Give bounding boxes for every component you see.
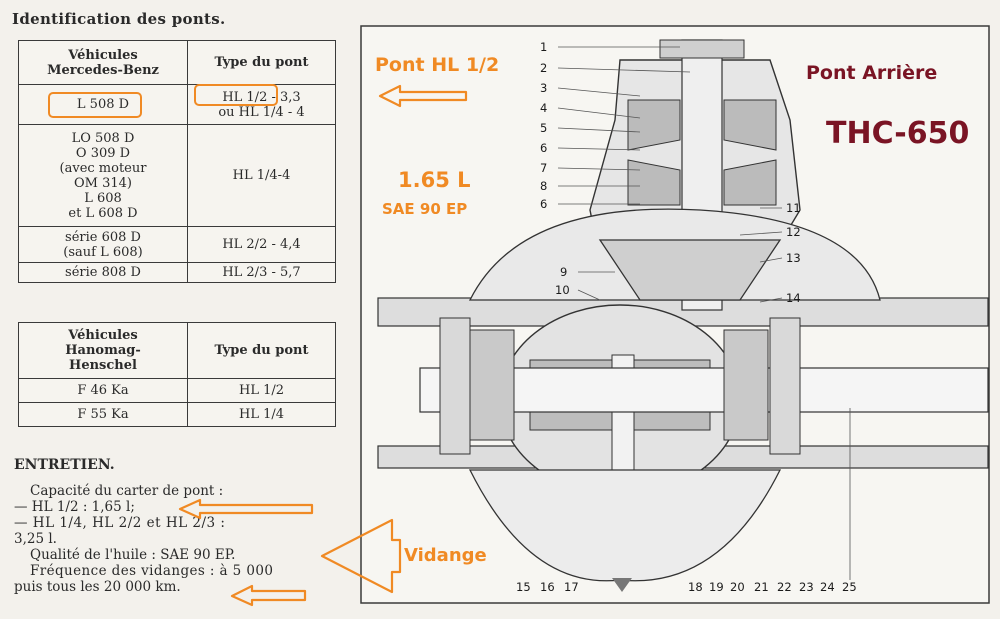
vehicle-cell: F 55 Ka [18, 402, 188, 427]
type-cell: HL 1/4-4 [187, 124, 336, 227]
part-number: 19 [709, 580, 724, 594]
part-number: 14 [786, 291, 801, 305]
part-number: 3 [540, 81, 548, 95]
part-number: 5 [540, 121, 548, 135]
entretien-line: puis tous les 20 000 km. [14, 579, 181, 595]
part-number: 24 [820, 580, 835, 594]
model-label: THC-650 [826, 116, 970, 151]
part-number: 6 [540, 197, 548, 211]
part-number: 12 [786, 225, 801, 239]
table-row: F 55 Ka HL 1/4 [18, 402, 336, 427]
part-number: 20 [730, 580, 745, 594]
part-number: 1 [540, 40, 548, 54]
part-number: 11 [786, 201, 801, 215]
vehicle-cell: F 46 Ka [18, 378, 188, 403]
part-number: 6 [540, 141, 548, 155]
capacity-label: 1.65 L [398, 168, 471, 192]
part-number: 8 [540, 179, 548, 193]
entretien-line: — HL 1/4, HL 2/2 et HL 2/3 : [14, 515, 226, 531]
part-number: 7 [540, 161, 548, 175]
part-number: 13 [786, 251, 801, 265]
vehicle-cell: L 508 D [18, 84, 188, 125]
entretien-line: Fréquence des vidanges : à 5 000 [30, 563, 274, 579]
pont-arriere-label: Pont Arrière [806, 62, 938, 84]
header-type: Type du pont [187, 322, 336, 379]
vehicle-cell: série 608 D(sauf L 608) [18, 226, 188, 263]
vehicle-cell: série 808 D [18, 262, 188, 283]
type-cell: HL 2/3 - 5,7 [187, 262, 336, 283]
part-number: 17 [564, 580, 579, 594]
entretien-line: — HL 1/2 : 1,65 l; [14, 499, 135, 515]
part-number: 21 [754, 580, 769, 594]
part-number: 4 [540, 101, 548, 115]
pont-hl-label: Pont HL 1/2 [375, 54, 500, 76]
type-cell: HL 2/2 - 4,4 [187, 226, 336, 263]
highlight-hl12 [194, 84, 278, 106]
highlight-l508d [48, 92, 142, 118]
entretien-line: 3,25 l. [14, 531, 57, 547]
part-number: 9 [560, 265, 568, 279]
part-number: 25 [842, 580, 857, 594]
part-number: 16 [540, 580, 555, 594]
entretien-line: Capacité du carter de pont : [30, 483, 224, 499]
type-cell: HL 1/4 [187, 402, 336, 427]
part-number: 23 [799, 580, 814, 594]
oil-grade-label: SAE 90 EP [382, 200, 468, 218]
table-row: série 808 D HL 2/3 - 5,7 [18, 262, 336, 283]
section-title: Identification des ponts. [12, 10, 226, 28]
entretien-heading: ENTRETIEN. [14, 457, 115, 473]
vidange-label: Vidange [404, 545, 487, 566]
part-number: 22 [777, 580, 792, 594]
part-number: 10 [555, 283, 570, 297]
part-number: 18 [688, 580, 703, 594]
part-number: 2 [540, 61, 548, 75]
part-number: 15 [516, 580, 531, 594]
entretien-line: Qualité de l'huile : SAE 90 EP. [30, 547, 236, 563]
header-type: Type du pont [187, 40, 336, 85]
table-row: série 608 D(sauf L 608) HL 2/2 - 4,4 [18, 226, 336, 263]
